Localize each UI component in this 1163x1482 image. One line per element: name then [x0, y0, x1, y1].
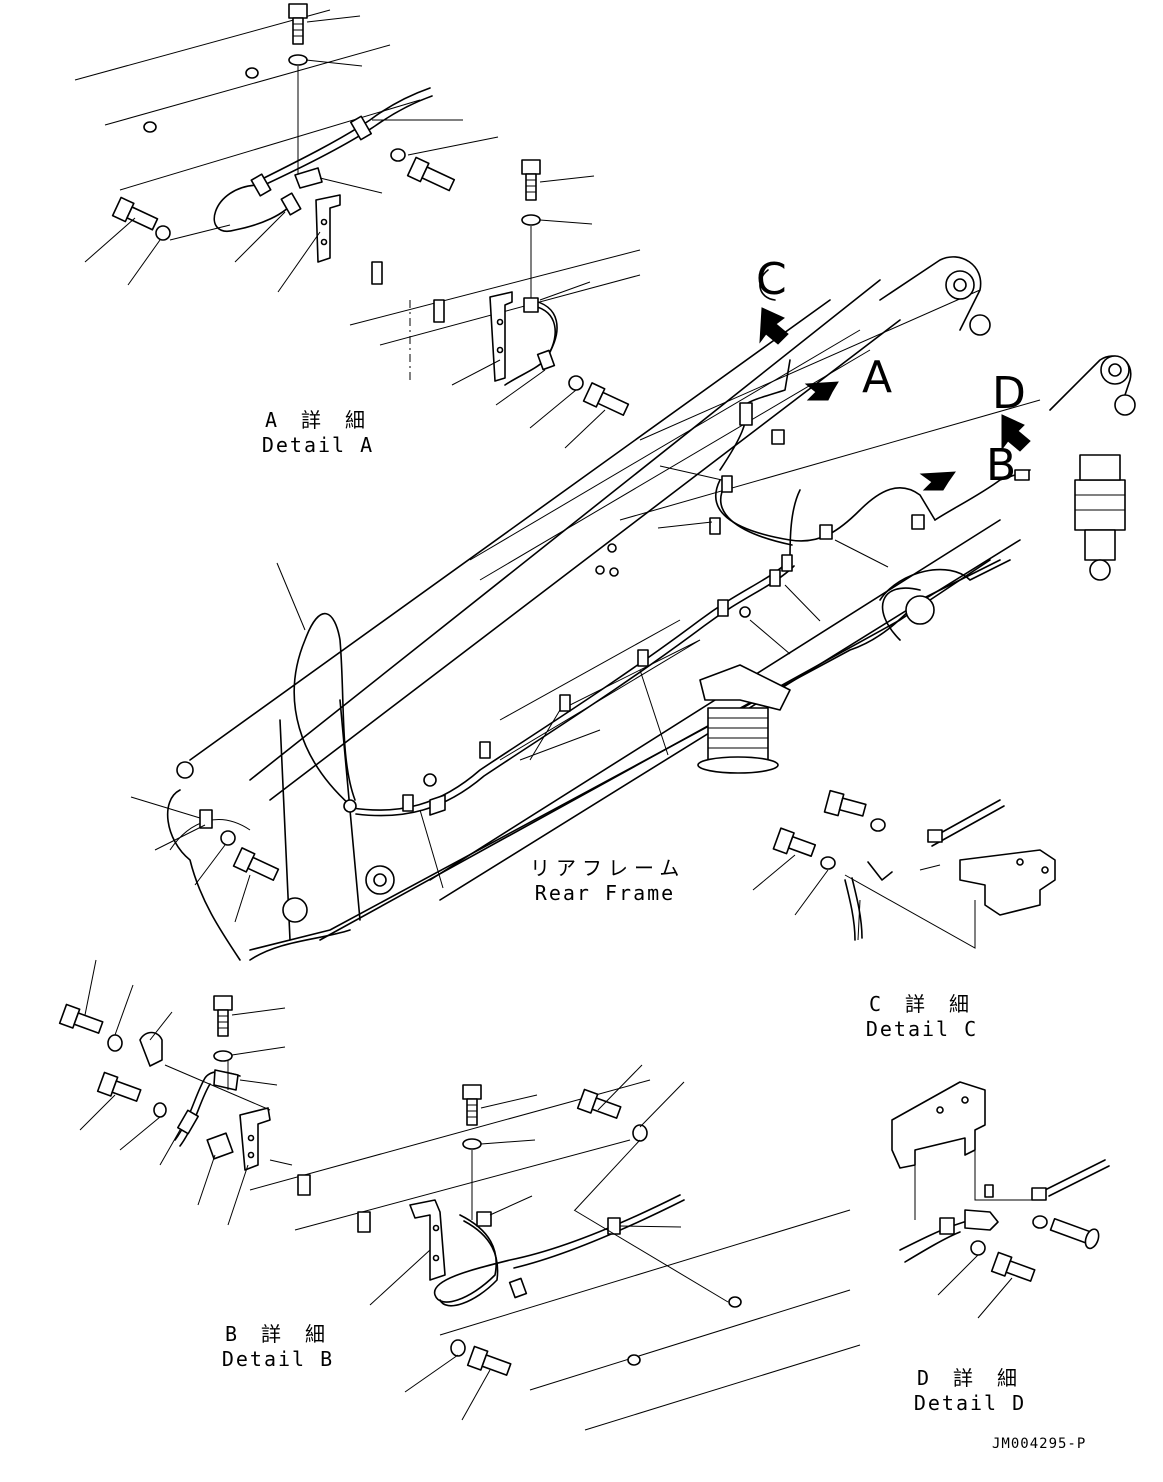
detail-d-assembly — [891, 1081, 1110, 1319]
detail-d-jp: D 詳 細 — [916, 1366, 1024, 1390]
bolt-a1 — [288, 3, 308, 45]
callout-arrows — [759, 269, 1031, 491]
drawing-code: JM004295-P — [992, 1436, 1087, 1452]
detail-c-en: Detail C — [865, 1017, 979, 1041]
detail-b-caption: B 詳 細 Detail B — [218, 1318, 338, 1371]
detail-a-en: Detail A — [261, 433, 375, 457]
detail-a-assembly — [74, 3, 641, 380]
detail-a-bracket-assembly — [451, 159, 630, 449]
rear-frame-body — [166, 256, 1136, 961]
detail-d-caption: D 詳 細 Detail D — [910, 1362, 1030, 1415]
callout-a-letter: A — [862, 352, 893, 403]
callout-c-letter: C — [756, 254, 787, 305]
detail-b-assembly — [58, 959, 861, 1431]
main-wiring-harness — [130, 359, 1031, 923]
detail-c-assembly — [752, 789, 1056, 949]
detail-a-caption: A 詳 細 Detail A — [258, 404, 378, 457]
detail-a-jp: A 詳 細 — [264, 408, 372, 432]
rear-frame-jp: リアフレーム — [530, 856, 686, 880]
detail-d-en: Detail D — [913, 1391, 1027, 1415]
detail-c-jp: C 詳 細 — [868, 992, 976, 1016]
callout-b-letter: B — [986, 440, 1017, 491]
detail-b-jp: B 詳 細 — [224, 1322, 332, 1346]
callout-d-letter: D — [992, 368, 1026, 419]
rear-frame-caption: リアフレーム Rear Frame — [530, 852, 680, 905]
detail-b-en: Detail B — [221, 1347, 335, 1371]
detail-c-caption: C 詳 細 Detail C — [862, 988, 982, 1041]
rear-frame-en: Rear Frame — [534, 881, 676, 905]
